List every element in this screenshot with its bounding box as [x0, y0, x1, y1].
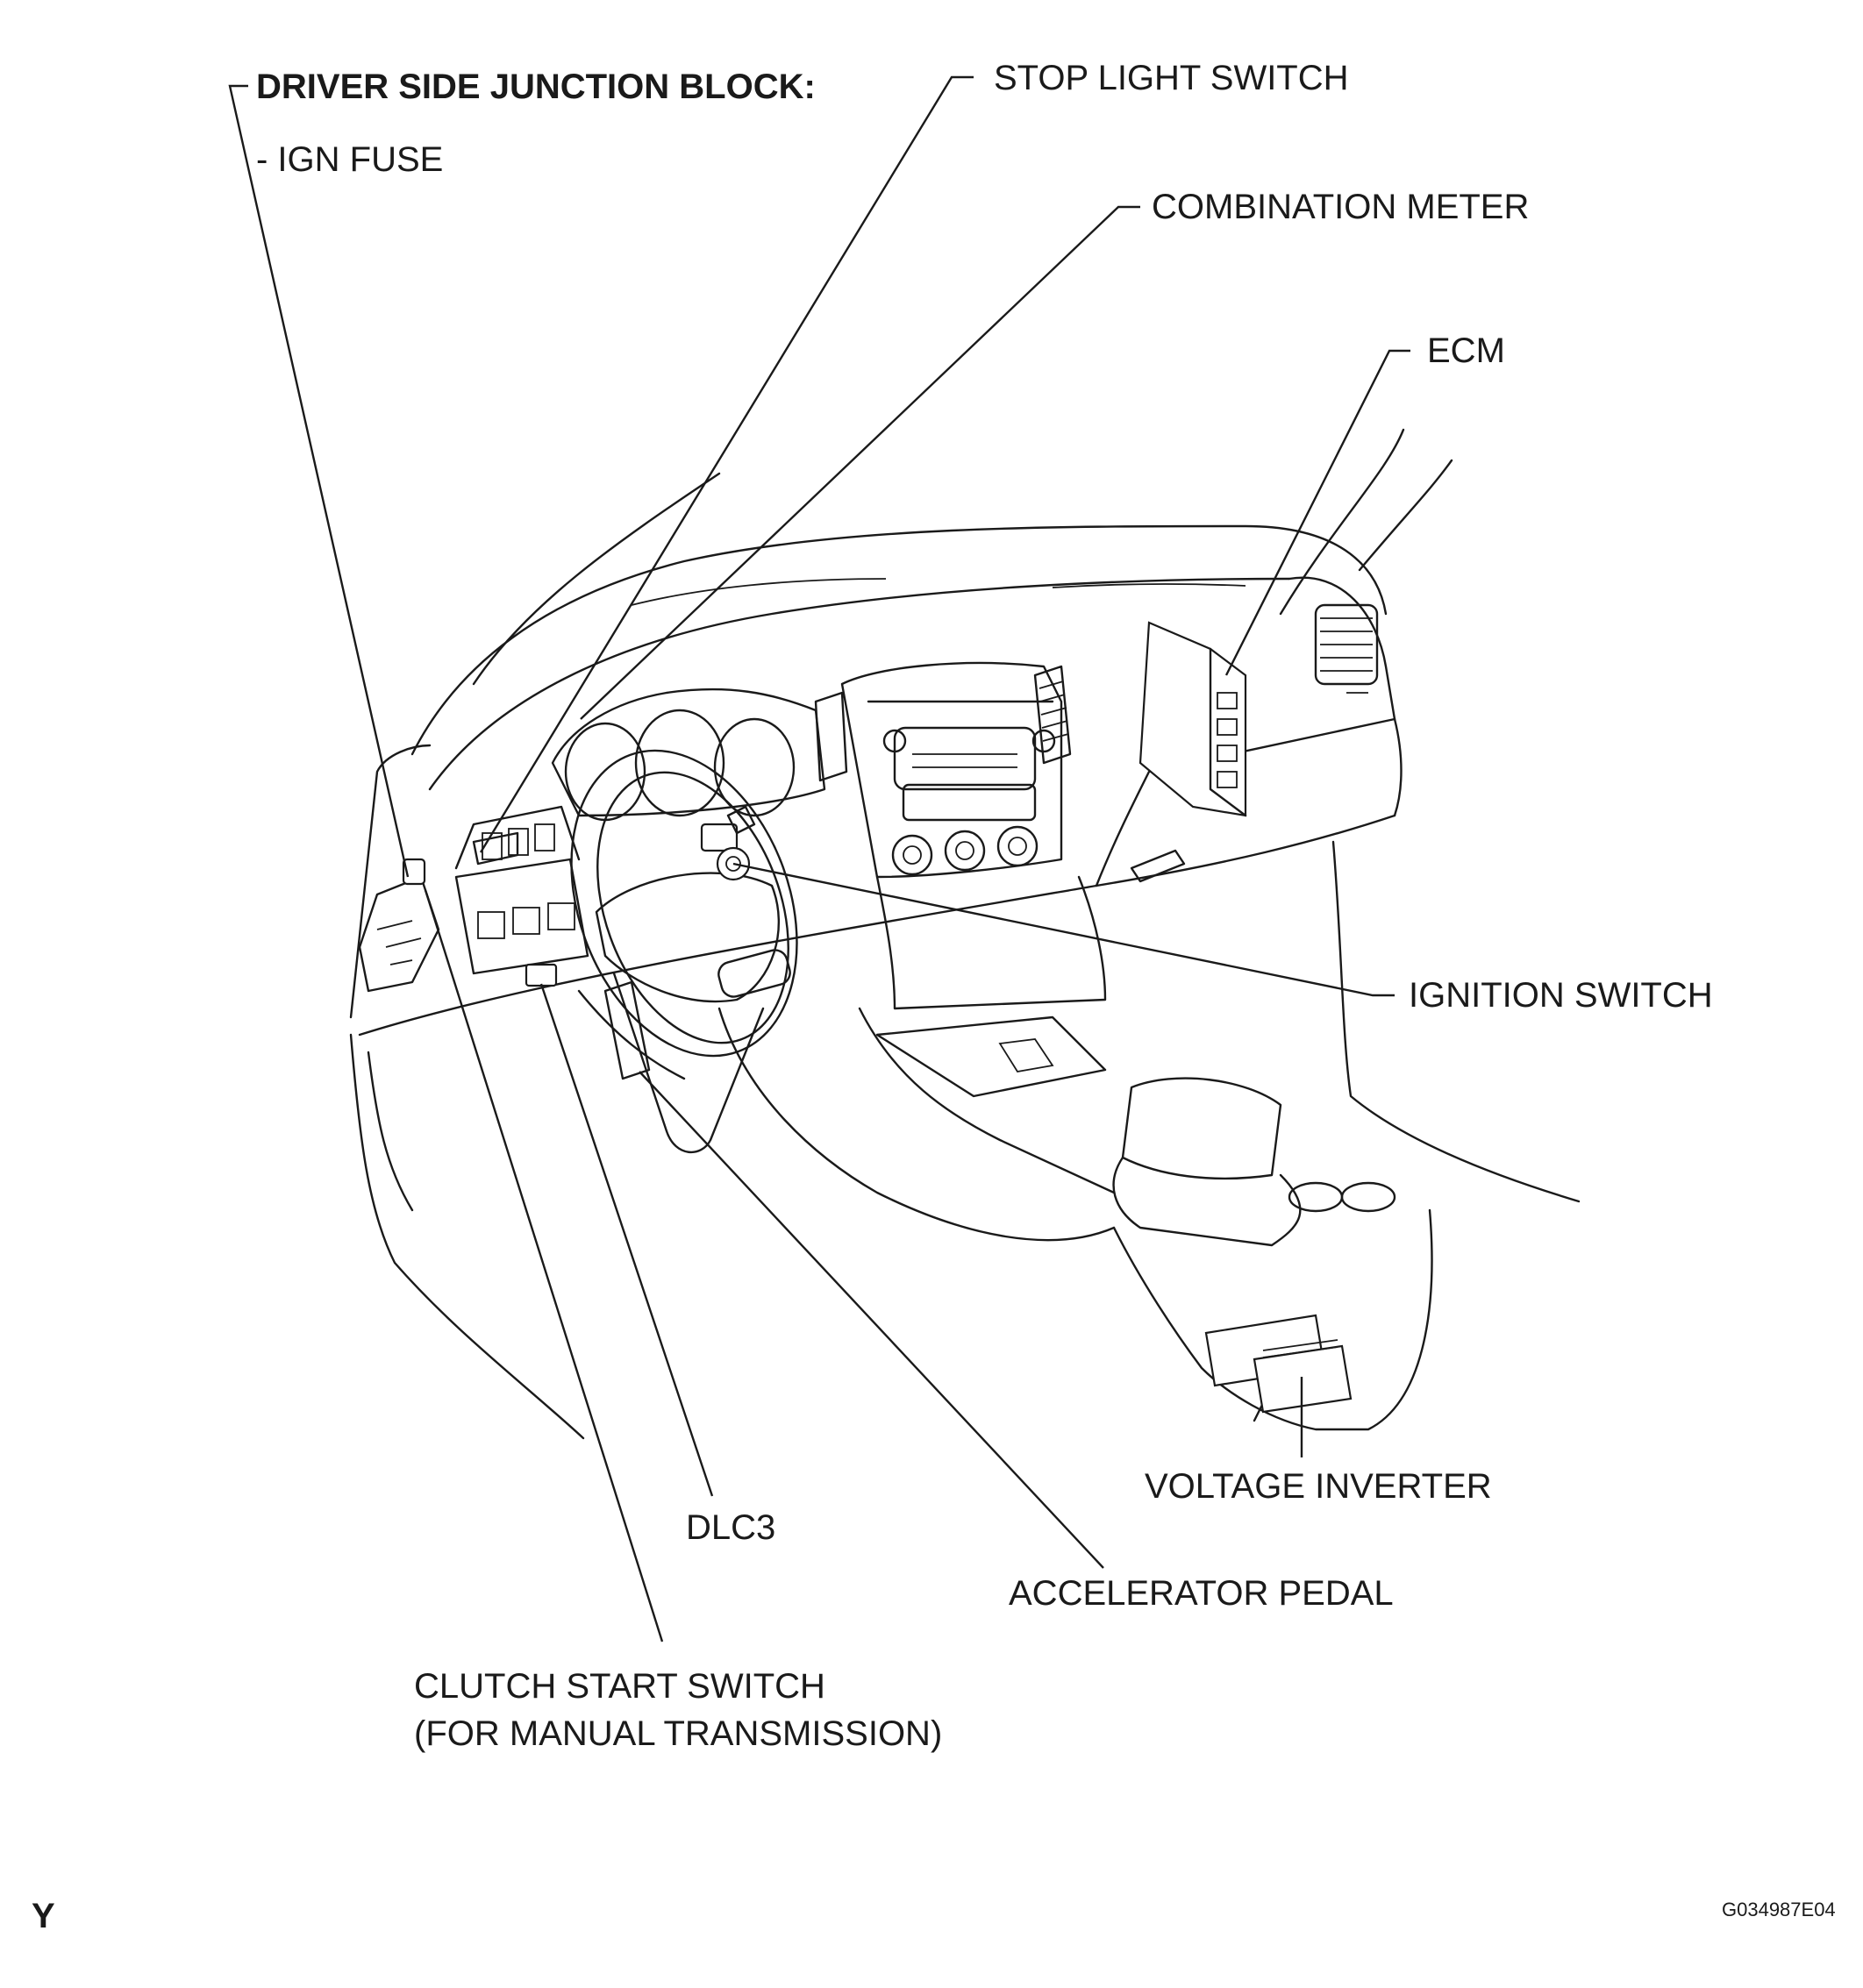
junction-block-drawing [358, 805, 651, 1080]
accelerator-pedal-label: ACCELERATOR PEDAL [1009, 1574, 1394, 1613]
clutch-start-switch-label: CLUTCH START SWITCH [414, 1667, 825, 1706]
dashboard-body [349, 428, 1581, 1440]
voltage-inverter-drawing [1204, 1314, 1353, 1414]
ignition-switch-label: IGNITION SWITCH [1409, 976, 1713, 1015]
steering-wheel [570, 749, 798, 1153]
combination-meter-label: COMBINATION METER [1152, 188, 1530, 226]
instrument-cluster [551, 688, 826, 822]
corner-letter: Y [32, 1897, 55, 1935]
ignition-switch-drawing [700, 805, 756, 881]
ecm-drawing [1138, 621, 1247, 817]
clutch-start-switch-note: (FOR MANUAL TRANSMISSION) [414, 1714, 943, 1753]
figure-code: G034987E04 [1722, 1899, 1836, 1920]
leader-lines [228, 75, 1410, 1642]
voltage-inverter-label: VOLTAGE INVERTER [1145, 1467, 1492, 1506]
ecm-label: ECM [1427, 331, 1505, 370]
ign-fuse-label: - IGN FUSE [256, 140, 444, 179]
center-stack [814, 661, 1107, 1010]
driver-side-junction-block-label: DRIVER SIDE JUNCTION BLOCK: [256, 68, 816, 106]
dlc3-label: DLC3 [686, 1508, 776, 1547]
stop-light-switch-label: STOP LIGHT SWITCH [994, 59, 1349, 97]
